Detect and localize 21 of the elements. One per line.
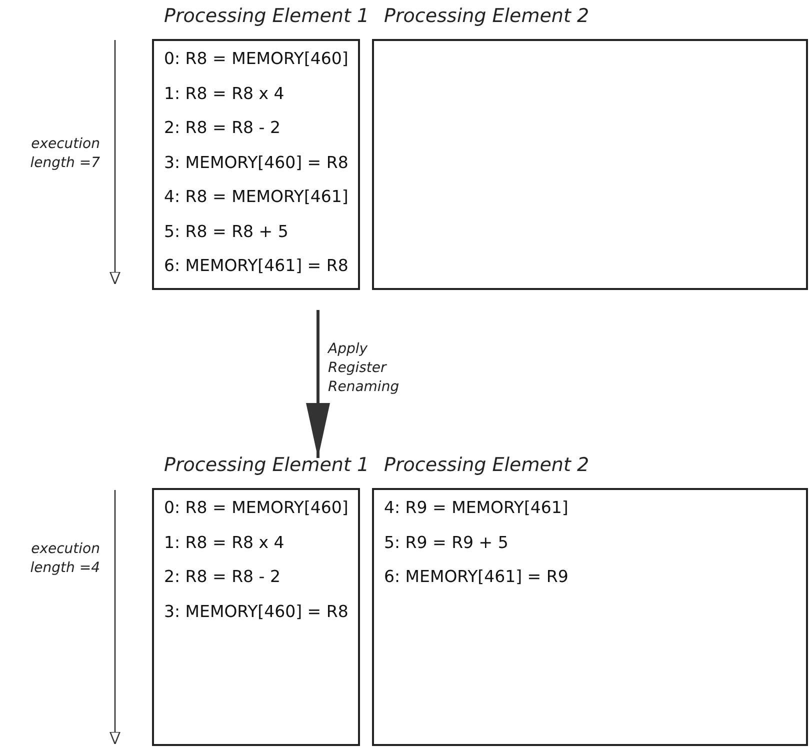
instruction-text: 5: R8 = R8 + 5 [164, 222, 288, 240]
instruction-text: 5: R9 = R9 + 5 [384, 532, 508, 552]
instruction-text: 0: R8 = MEMORY[460] [164, 498, 348, 517]
instruction-text: 6: MEMORY[461] = R8 [164, 256, 348, 275]
execution-length-label: execution length =7 [29, 135, 100, 173]
instruction-text: 3: MEMORY[460] = R8 [164, 602, 348, 620]
execution-length-label: execution length =4 [29, 540, 100, 578]
instruction-text: 2: R8 = R8 - 2 [164, 567, 280, 586]
instruction-text: 0: R8 = MEMORY[460] [164, 49, 348, 68]
instruction-text: 4: R9 = MEMORY[461] [384, 498, 568, 517]
box-heading: Processing Element 1 [164, 454, 370, 476]
box-heading: Processing Element 1 [164, 5, 370, 27]
box-heading: Processing Element 2 [384, 454, 590, 476]
box-heading: Processing Element 2 [384, 5, 590, 27]
instruction-text: 3: MEMORY[460] = R8 [164, 152, 348, 172]
instruction-text: 2: R8 = R8 - 2 [164, 118, 280, 137]
instruction-text: 1: R8 = R8 x 4 [164, 84, 284, 102]
edge-label: Apply Register Renaming [328, 340, 400, 397]
instruction-text: 4: R8 = MEMORY[461] [164, 187, 348, 206]
instruction-text: 6: MEMORY[461] = R9 [384, 567, 568, 586]
instruction-text: 1: R8 = R8 x 4 [164, 532, 284, 552]
